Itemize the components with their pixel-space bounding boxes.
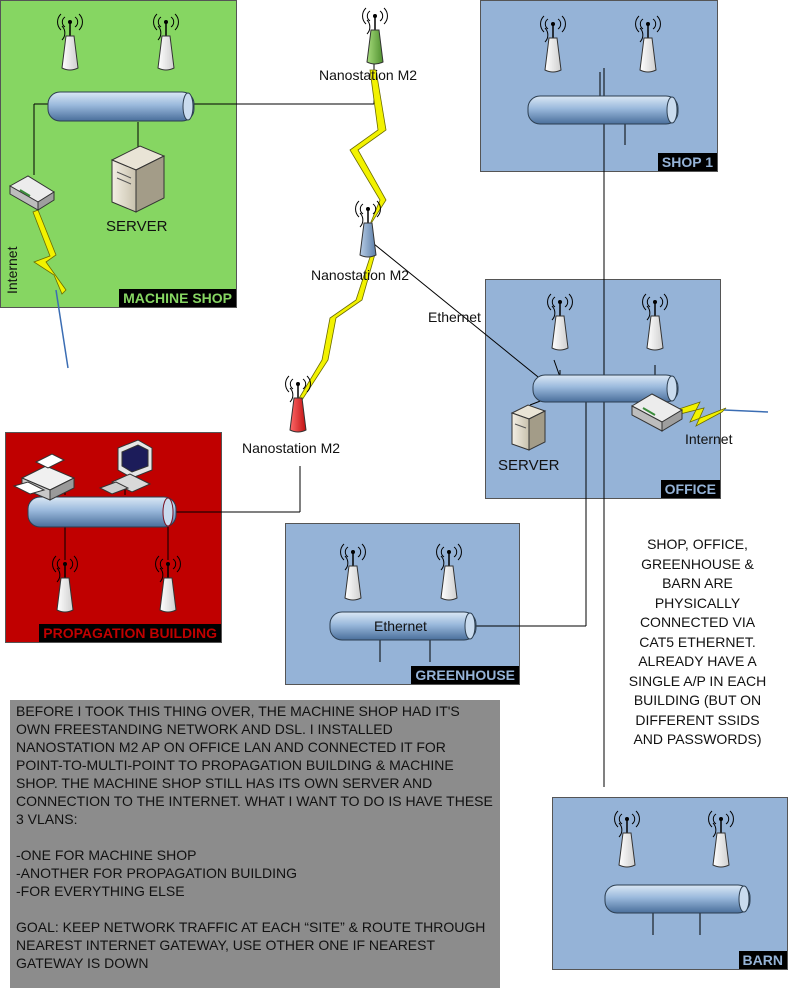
barn-building: BARN: [552, 797, 788, 970]
nanostation-bottom-icon: [284, 375, 312, 433]
notes-intro: BEFORE I TOOK THIS THING OVER, THE MACHI…: [16, 703, 493, 827]
machine-shop-ap-2-icon: [152, 13, 180, 71]
nanostation-bottom-label: Nanostation M2: [242, 440, 341, 456]
greenhouse-building: GREENHOUSE: [285, 523, 520, 685]
nanostation-mid-label: Nanostation M2: [311, 267, 410, 283]
propagation-ap-1-icon: [51, 555, 79, 613]
notes-panel: BEFORE I TOOK THIS THING OVER, THE MACHI…: [10, 700, 500, 988]
machine-shop-server-icon: [110, 145, 166, 213]
printer-icon: [12, 453, 76, 501]
office-label: OFFICE: [660, 480, 720, 498]
shop1-ap-1-icon: [539, 15, 567, 73]
nanostation-top-icon: [361, 7, 389, 65]
office-ap-1-icon: [546, 293, 574, 351]
machine-shop-internet-label: Internet: [4, 246, 20, 294]
cat5-note-text: SHOP, OFFICE, GREENHOUSE & BARN ARE PHYS…: [628, 536, 767, 747]
machine-shop-label: MACHINE SHOP: [119, 289, 236, 307]
office-ap-2-icon: [641, 293, 669, 351]
machine-shop-ap-1-icon: [56, 13, 84, 71]
shop1-building: SHOP 1: [480, 0, 718, 172]
greenhouse-ap-2-icon: [435, 543, 463, 601]
office-server-icon: [510, 404, 547, 451]
office-internet-label: Internet: [685, 431, 733, 447]
cat5-note: SHOP, OFFICE, GREENHOUSE & BARN ARE PHYS…: [620, 535, 775, 750]
shop1-ap-2-icon: [634, 15, 662, 73]
barn-ap-1-icon: [613, 810, 641, 868]
propagation-label: PROPAGATION BUILDING: [39, 624, 221, 642]
nanostation-top-label: Nanostation M2: [319, 67, 418, 83]
barn-label: BARN: [738, 951, 787, 969]
barn-ap-2-icon: [707, 810, 735, 868]
machine-shop-building: MACHINE SHOP: [0, 0, 237, 308]
machine-shop-internet-bolt: [32, 209, 67, 295]
computer-icon: [98, 439, 153, 495]
office-modem-icon: [630, 393, 684, 432]
office-server-label: SERVER: [498, 457, 560, 474]
greenhouse-label: GREENHOUSE: [411, 666, 519, 684]
shop1-label: SHOP 1: [657, 153, 717, 171]
machine-shop-server-label: SERVER: [106, 218, 168, 235]
propagation-ap-2-icon: [154, 555, 182, 613]
machine-shop-modem-icon: [8, 175, 55, 211]
backbone-pipes: [27, 91, 751, 914]
office-internet-bolt: [675, 401, 727, 427]
notes-vlans: -ONE FOR MACHINE SHOP -ANOTHER FOR PROPA…: [16, 847, 298, 899]
greenhouse-ap-1-icon: [339, 543, 367, 601]
propagation-building: PROPAGATION BUILDING: [5, 432, 222, 643]
notes-goal: GOAL: KEEP NETWORK TRAFFIC AT EACH “SITE…: [16, 919, 486, 971]
ethernet-link-line: [373, 243, 549, 386]
ethernet-greenhouse-label: Ethernet: [374, 618, 427, 634]
ethernet-link-label: Ethernet: [428, 309, 481, 325]
